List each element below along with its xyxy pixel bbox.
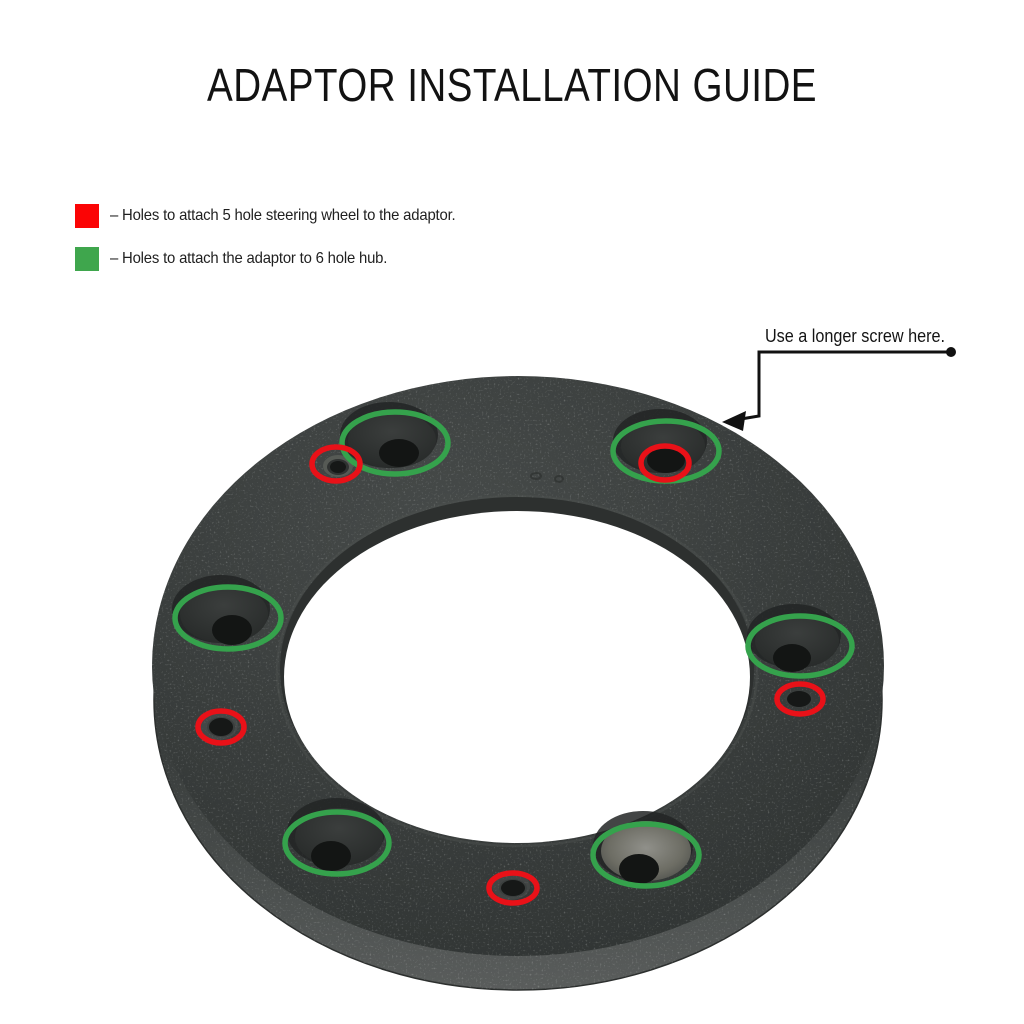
wheel-hole-bore (501, 880, 525, 896)
hub-hole-bore (619, 854, 659, 884)
wheel-hole-bore (209, 718, 233, 736)
hub-hole-bore (212, 615, 252, 645)
red-hole-marker (195, 708, 247, 746)
red-hole-marker (774, 681, 826, 717)
green-swatch (75, 247, 99, 271)
hub-hole-bore (773, 644, 811, 672)
red-swatch (75, 204, 99, 228)
red-hole-marker (486, 870, 540, 906)
leader-arrowhead-icon (722, 411, 746, 431)
hub-hole-bore (647, 447, 685, 473)
green-hole-marker (590, 821, 702, 889)
legend-label-red: – Holes to attach 5 hole steering wheel … (110, 207, 456, 224)
legend-label-green: – Holes to attach the adaptor to 6 hole … (110, 250, 388, 267)
page-title: ADAPTOR INSTALLATION GUIDE (207, 59, 817, 111)
red-hole-marker (638, 443, 692, 483)
ring-center-hole (284, 511, 750, 843)
red-hole-marker (309, 444, 363, 484)
small-holes-group (200, 455, 813, 900)
hub-hole-bore (311, 841, 351, 871)
red-markers-group (195, 443, 826, 906)
legend-item-green-holes: – Holes to attach the adaptor to 6 hole … (75, 247, 481, 271)
green-hole-marker (172, 584, 284, 652)
surface-mark (554, 475, 564, 483)
bore-edge-highlight (275, 494, 759, 848)
leader-line (740, 350, 951, 421)
surface-mark (530, 472, 542, 480)
leader-group (722, 347, 956, 431)
wheel-hole-bore (787, 691, 811, 707)
green-hole-marker (339, 409, 451, 477)
green-hole-marker (745, 613, 855, 679)
legend: – Holes to attach 5 hole steering wheel … (75, 204, 481, 290)
wheel-hole-bore (330, 461, 346, 473)
annotation-text: Use a longer screw here. (764, 326, 946, 346)
hub-hole-bore (379, 439, 419, 467)
green-hole-marker (282, 809, 392, 877)
leader-dot (946, 347, 956, 357)
legend-item-red-holes: – Holes to attach 5 hole steering wheel … (75, 204, 481, 228)
